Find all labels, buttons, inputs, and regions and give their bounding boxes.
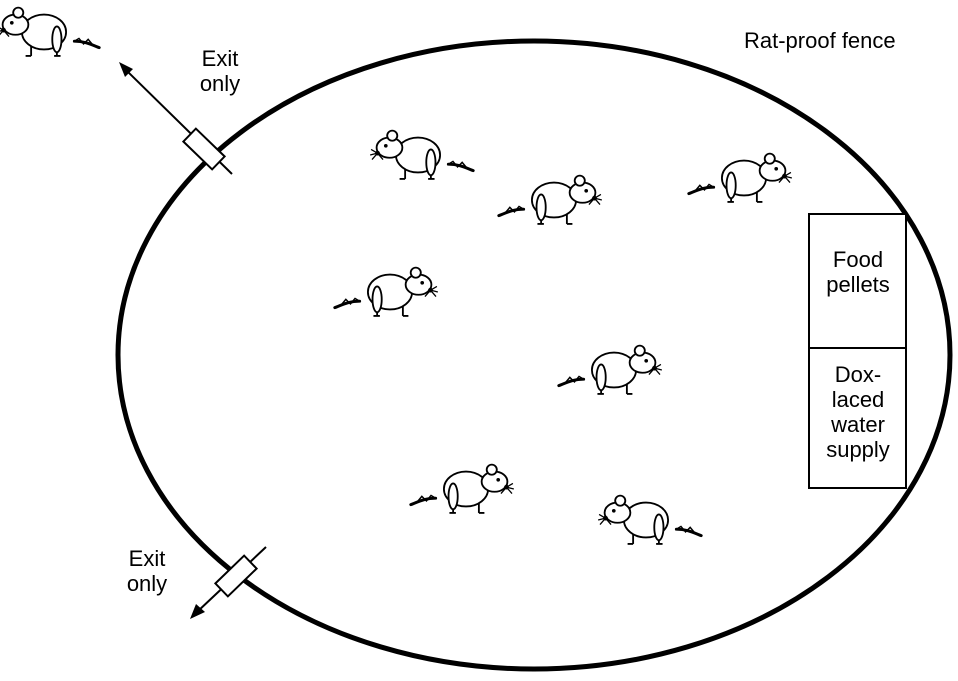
- rat-icon: [370, 131, 473, 179]
- rat-proof-fence: [115, 38, 953, 672]
- water-label-line2: laced: [831, 387, 885, 412]
- rat-icon: [557, 344, 664, 396]
- food-label-line2: pellets: [826, 272, 890, 297]
- exit-bottom-label: Exit only: [112, 546, 182, 596]
- exit-top-label-line2: only: [199, 71, 241, 96]
- rat-icon: [409, 463, 516, 515]
- exit-gate-bottom: [190, 546, 267, 619]
- water-supply-box: [808, 347, 907, 489]
- rat-outside-icon: [0, 8, 99, 56]
- exit-gate-top: [119, 62, 233, 175]
- water-label-line4: supply: [826, 437, 890, 462]
- fence-label: Rat-proof fence: [744, 28, 896, 53]
- rat-icon: [497, 174, 604, 226]
- exit-top-label-line1: Exit: [201, 46, 239, 71]
- exit-bottom-label-line1: Exit: [128, 546, 166, 571]
- rat-icon: [333, 266, 440, 318]
- rat-icon: [687, 152, 794, 204]
- rat-icon: [598, 496, 701, 544]
- exit-bottom-label-line2: only: [126, 571, 168, 596]
- water-label-line3: water: [831, 412, 885, 437]
- supply-box: [808, 213, 907, 489]
- exit-top-label: Exit only: [185, 46, 255, 96]
- food-pellets-label: Food pellets: [810, 247, 906, 297]
- food-label-line1: Food: [832, 247, 884, 272]
- water-supply-label: Dox- laced water supply: [810, 362, 906, 462]
- water-label-line1: Dox-: [834, 362, 882, 387]
